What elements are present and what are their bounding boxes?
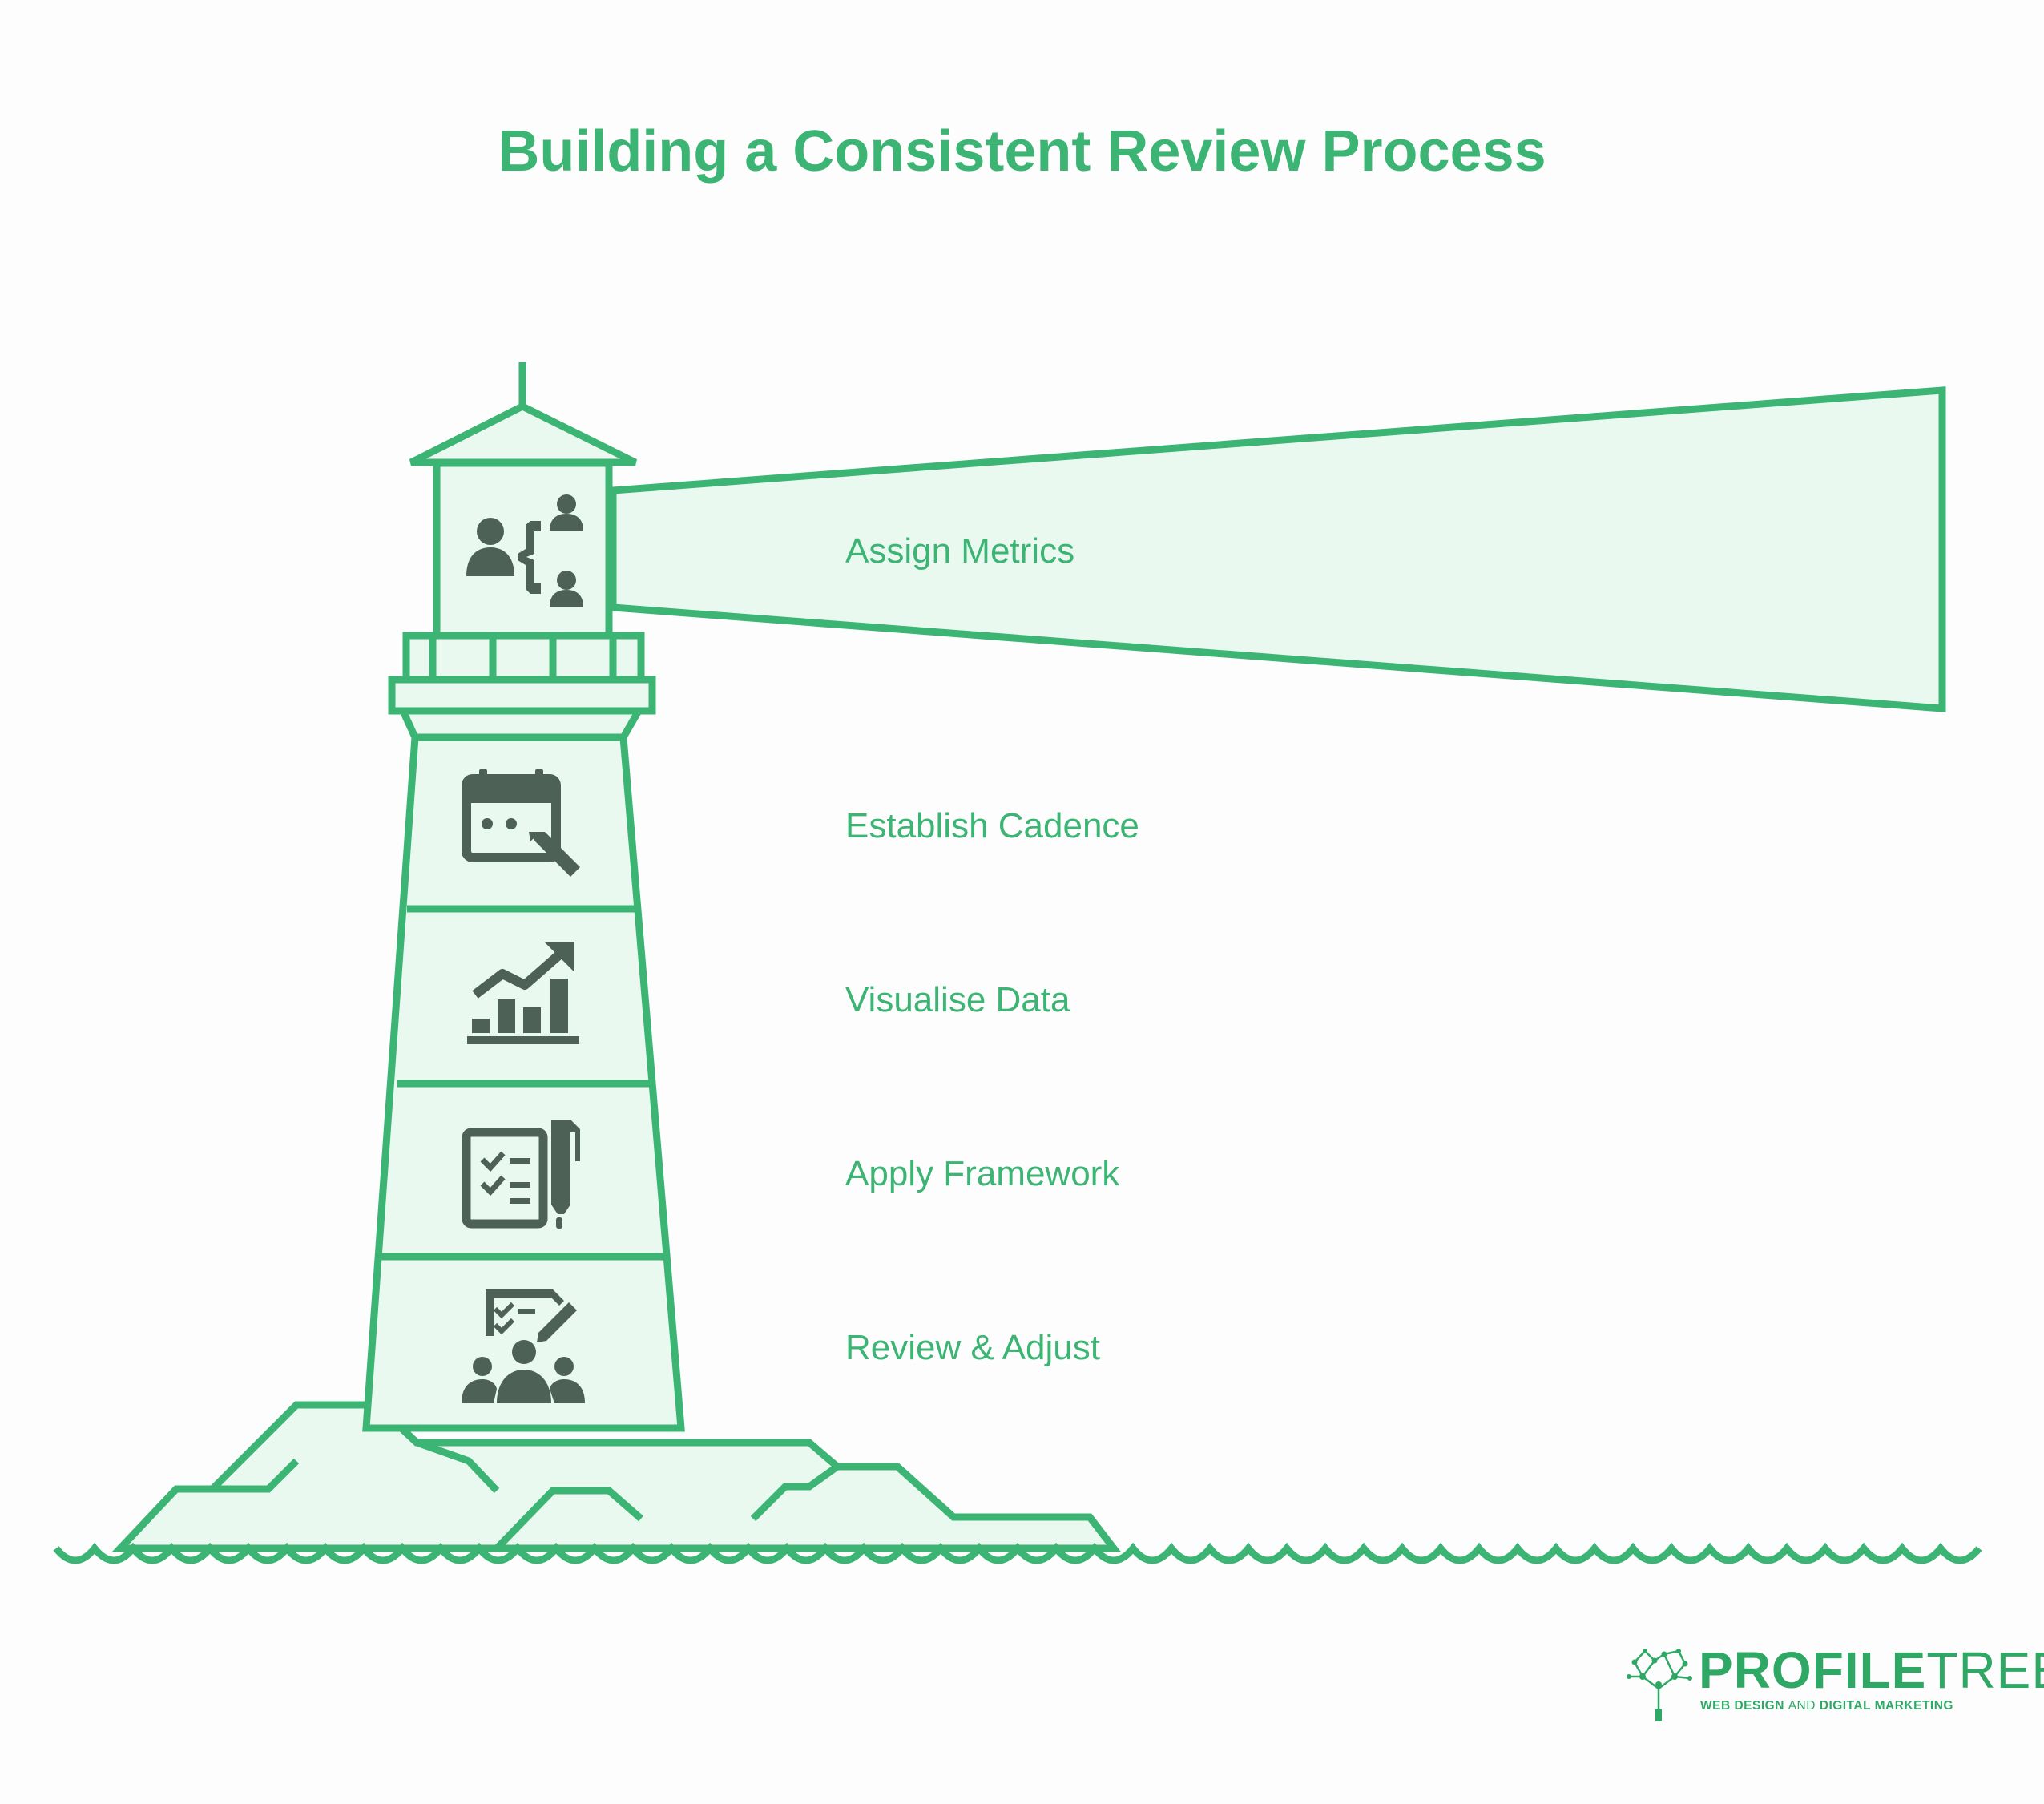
tree-network-icon — [1627, 1649, 1692, 1721]
gallery-railing — [402, 632, 645, 684]
page-title: Building a Consistent Review Process — [498, 119, 1546, 184]
step-label-apply-framework: Apply Framework — [845, 1154, 1120, 1193]
logo-wordmark: PROFILETREE — [1699, 1641, 2044, 1699]
team-hierarchy-icon — [466, 494, 583, 607]
calendar-pen-icon — [462, 769, 580, 877]
growth-chart-icon — [467, 942, 579, 1044]
step-label-assign-metrics: Assign Metrics — [845, 531, 1075, 571]
rock-line-3 — [494, 1487, 643, 1552]
light-beam — [609, 386, 1946, 712]
checklist-clipboard-icon — [462, 1120, 580, 1229]
lantern-room — [433, 459, 613, 640]
step-label-visualise-data: Visualise Data — [845, 980, 1070, 1019]
profiletree-logo: PROFILETREE WEB DESIGN AND DIGITAL MARKE… — [1623, 1645, 2044, 1725]
step-label-establish-cadence: Establish Cadence — [845, 806, 1139, 845]
rock-line-4 — [750, 1463, 840, 1522]
step-label-review-adjust: Review & Adjust — [845, 1328, 1100, 1367]
lighthouse-roof — [409, 402, 638, 466]
logo-tagline: WEB DESIGN AND DIGITAL MARKETING — [1700, 1699, 1953, 1713]
gallery-deck — [388, 676, 656, 715]
rock-line-1 — [212, 1458, 300, 1493]
water-waves — [53, 1542, 1982, 1564]
gallery-flare — [397, 707, 645, 741]
team-review-icon — [462, 1289, 585, 1403]
